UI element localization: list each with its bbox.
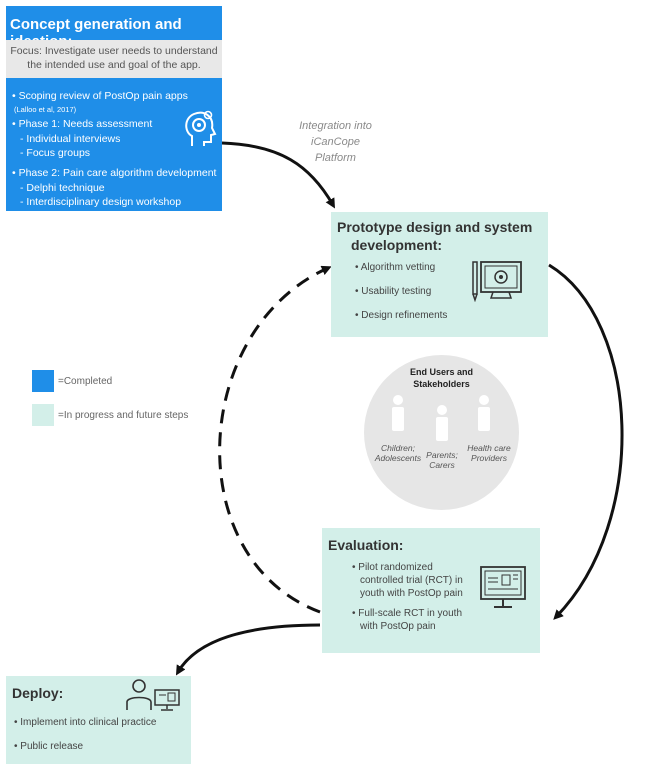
- legend-in-progress-swatch: [32, 404, 54, 426]
- concept-box: Concept generation and ideation: Focus: …: [6, 6, 222, 211]
- evaluation-box: Evaluation: • Pilot randomized controlle…: [322, 528, 540, 653]
- prototype-bullet-usability: • Usability testing: [355, 286, 432, 297]
- users-group-parents: Parents; Carers: [416, 450, 468, 470]
- users-title-line2: Stakeholders: [413, 379, 470, 389]
- concept-bullet-phase2: • Phase 2: Pain care algorithm developme…: [12, 167, 217, 179]
- prototype-bullet-refinements: • Design refinements: [355, 310, 448, 321]
- legend-completed-swatch: [32, 370, 54, 392]
- concept-bullet-scoping: • Scoping review of PostOp pain apps: [12, 90, 188, 102]
- prototype-title-line2: development:: [351, 237, 443, 253]
- users-group-providers-line1: Health care: [467, 443, 511, 453]
- integration-label: Integration into iCanCope Platform: [283, 118, 388, 166]
- users-group-parents-line2: Carers: [429, 460, 455, 470]
- concept-citation: (Lalloo et al, 2017): [14, 105, 77, 114]
- arrow-evaluation-to-prototype-dashed: [218, 265, 332, 614]
- concept-sub-focus-groups: - Focus groups: [20, 147, 91, 159]
- users-title-line1: End Users and: [409, 367, 474, 377]
- concept-focus-line2: the intended use and goal of the app.: [27, 59, 201, 71]
- arrow-concept-to-prototype: [221, 141, 335, 209]
- concept-focus: Focus: Investigate user needs to underst…: [6, 40, 222, 78]
- evaluation-bullet-pilot-line3: youth with PostOp pain: [360, 588, 463, 599]
- users-group-providers-line2: Providers: [471, 453, 507, 463]
- deploy-box: Deploy: • Implement into clinical practi…: [6, 676, 191, 764]
- evaluation-bullet-fullscale-line2: with PostOp pain: [360, 621, 436, 632]
- users-title: End Users and Stakeholders: [364, 366, 519, 390]
- concept-sub-interviews: - Individual interviews: [20, 133, 121, 145]
- concept-bullet-phase1: • Phase 1: Needs assessment: [12, 118, 153, 130]
- prototype-box: Prototype design and system development:…: [331, 212, 548, 337]
- prototype-title-line1: Prototype design and system: [337, 219, 533, 235]
- users-group-children-line2: Adolescents: [374, 453, 422, 463]
- person-icon-children: [392, 395, 404, 431]
- design-monitor-icon: [472, 261, 522, 302]
- legend-in-progress-label: =In progress and future steps: [58, 410, 189, 421]
- head-gears-icon: [185, 110, 217, 146]
- users-group-parents-line1: Parents;: [426, 450, 458, 460]
- concept-sub-workshop: - Interdisciplinary design workshop: [20, 196, 182, 208]
- deploy-title: Deploy:: [12, 685, 64, 701]
- prototype-bullet-algorithm: • Algorithm vetting: [355, 262, 436, 273]
- integration-line1: Integration into: [299, 120, 372, 132]
- person-icon-providers: [478, 395, 490, 431]
- legend-completed-label: =Completed: [58, 376, 113, 387]
- arrow-evaluation-to-deploy: [175, 623, 321, 676]
- concept-sub-delphi: - Delphi technique: [20, 182, 105, 194]
- users-group-children: Children; Adolescents: [368, 443, 428, 463]
- users-group-providers: Health care Providers: [460, 443, 518, 463]
- person-icon-parents: [436, 405, 448, 441]
- concept-focus-line1: Focus: Investigate user needs to underst…: [10, 45, 218, 57]
- end-users-circle: End Users and Stakeholders Children; Ado…: [364, 355, 519, 510]
- user-at-computer-icon: [126, 679, 180, 711]
- integration-line2: iCanCope: [311, 136, 360, 148]
- arrow-prototype-to-evaluation: [548, 263, 624, 620]
- evaluation-bullet-fullscale: • Full-scale RCT in youth: [352, 608, 463, 619]
- deploy-bullet-release: • Public release: [14, 741, 84, 752]
- users-group-children-line1: Children;: [380, 443, 416, 453]
- evaluation-title: Evaluation:: [328, 537, 404, 553]
- evaluation-bullet-pilot: • Pilot randomized: [352, 562, 433, 573]
- deploy-bullet-implement: • Implement into clinical practice: [14, 717, 157, 728]
- evaluation-bullet-pilot-line2: controlled trial (RCT) in: [360, 575, 463, 586]
- integration-line3: Platform: [315, 152, 356, 164]
- computer-monitor-icon: [480, 566, 526, 608]
